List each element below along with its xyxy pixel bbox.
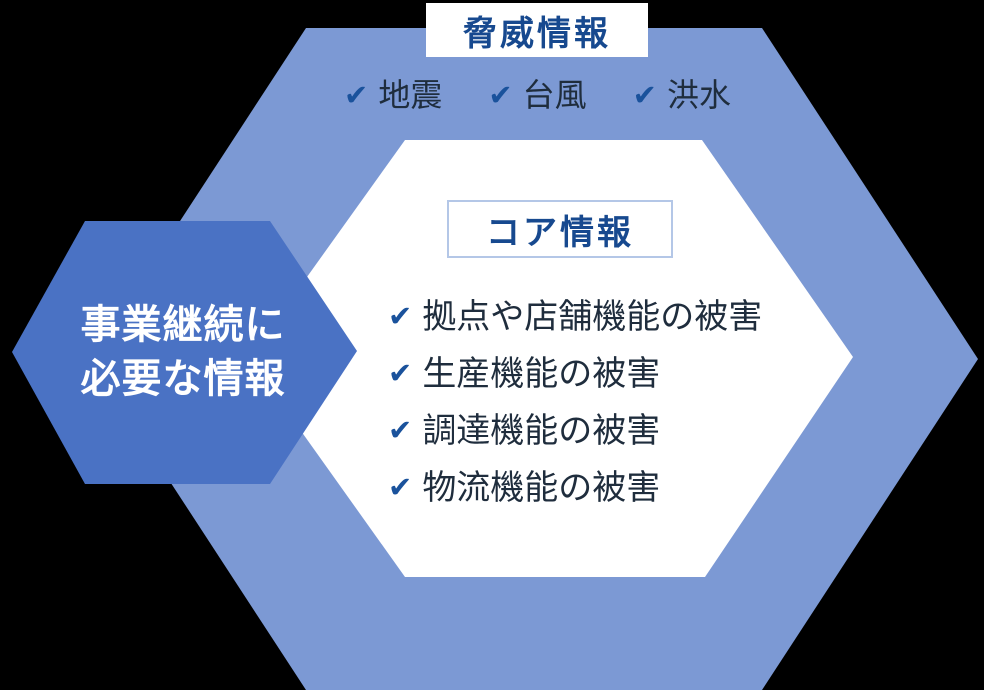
- core-label-box: コア情報: [447, 200, 673, 258]
- left-hexagon-title-line2: 必要な情報: [80, 357, 286, 401]
- core-item-logistics: ✔ 物流機能の被害: [388, 467, 762, 508]
- check-icon: ✔: [388, 358, 413, 390]
- core-item-label: 物流機能の被害: [422, 468, 661, 507]
- threat-label-box: 脅威情報: [426, 3, 648, 57]
- core-item-sites-stores: ✔ 拠点や店舗機能の被害: [388, 296, 762, 337]
- threat-item-label: 洪水: [666, 77, 731, 113]
- core-item-label: 拠点や店舗機能の被害: [422, 297, 763, 336]
- threat-item-typhoon: ✔ 台風: [488, 79, 586, 111]
- check-icon: ✔: [388, 301, 413, 333]
- threat-item-label: 地震: [378, 77, 443, 113]
- left-hexagon: [12, 221, 357, 484]
- threat-item-earthquake: ✔ 地震: [344, 79, 442, 111]
- check-icon: ✔: [388, 415, 413, 447]
- threat-item-flood: ✔ 洪水: [633, 79, 731, 111]
- threat-item-label: 台風: [522, 77, 587, 113]
- check-icon: ✔: [632, 79, 657, 112]
- core-item-label: 調達機能の被害: [422, 411, 661, 450]
- core-label: コア情報: [486, 213, 634, 252]
- core-item-production: ✔ 生産機能の被害: [388, 353, 762, 394]
- core-hexagon: [249, 140, 853, 577]
- threat-label: 脅威情報: [463, 14, 611, 53]
- left-hexagon-title: 事業継続に 必要な情報: [20, 298, 346, 406]
- check-icon: ✔: [344, 79, 369, 112]
- left-hexagon-title-line1: 事業継続に: [80, 303, 286, 347]
- core-item-label: 生産機能の被害: [422, 354, 661, 393]
- core-item-procurement: ✔ 調達機能の被害: [388, 410, 762, 451]
- check-icon: ✔: [488, 79, 513, 112]
- core-items-list: ✔ 拠点や店舗機能の被害 ✔ 生産機能の被害 ✔ 調達機能の被害 ✔ 物流機能の…: [388, 296, 762, 524]
- threat-items-row: ✔ 地震 ✔ 台風 ✔ 洪水: [344, 76, 731, 114]
- check-icon: ✔: [388, 472, 413, 504]
